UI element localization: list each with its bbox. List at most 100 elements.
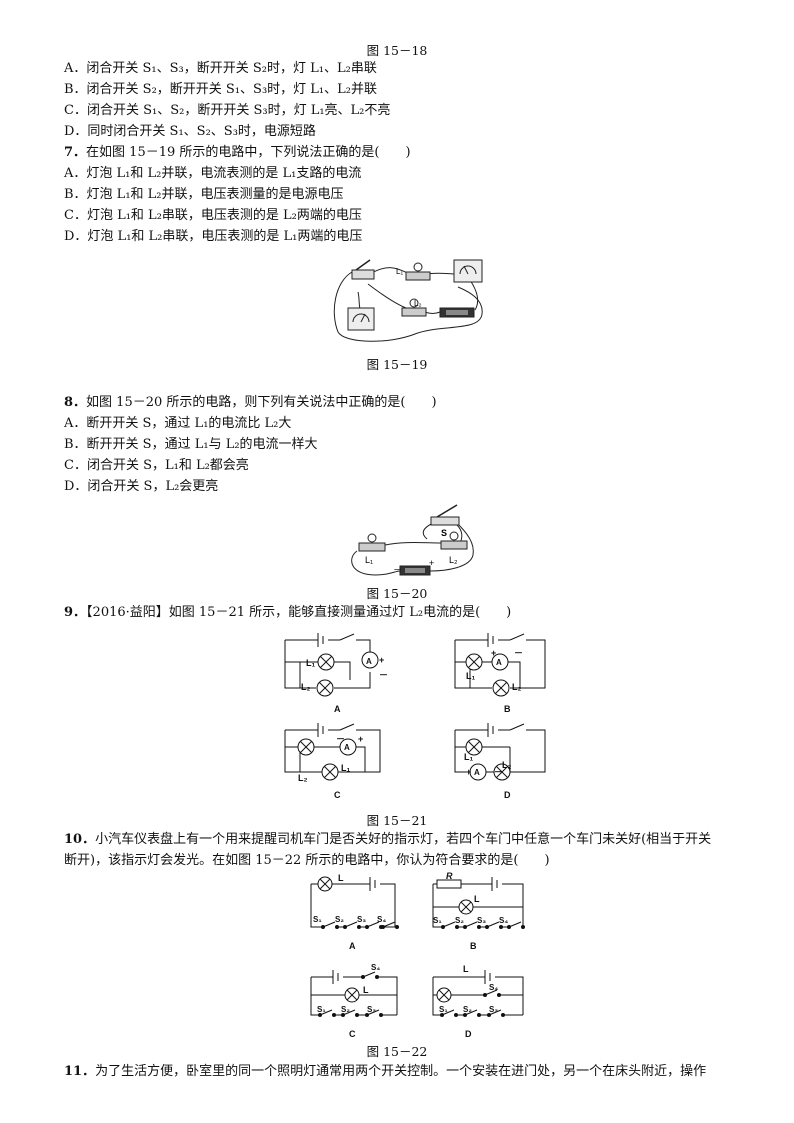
lamp-l1-icon bbox=[465, 653, 483, 671]
circuit-a bbox=[284, 633, 379, 697]
figure-caption-15-20: 图 15－20 bbox=[366, 586, 428, 601]
svg-text:S₄: S₄ bbox=[499, 916, 508, 925]
svg-text:S₄: S₄ bbox=[371, 963, 380, 972]
svg-text:L: L bbox=[363, 985, 369, 995]
circuit-d bbox=[432, 970, 524, 1017]
q9-stem: 9．【2016·益阳】如图 15－21 所示，能够直接测量通过灯 L₂电流的是(… bbox=[64, 604, 511, 622]
figure-caption-15-21: 图 15－21 bbox=[366, 813, 428, 828]
q10-stem-line1: 10．小汽车仪表盘上有一个用来提醒司机车门是否关好的指示灯，若四个车门中任意一个… bbox=[64, 831, 711, 849]
lamp-l1-icon bbox=[317, 653, 335, 671]
svg-text:S₂: S₂ bbox=[335, 915, 344, 924]
svg-text:S₄: S₄ bbox=[377, 915, 386, 924]
q7-stem-text: 在如图 15－19 所示的电路中，下列说法正确的是( ) bbox=[86, 145, 411, 160]
lamp-l2-icon bbox=[316, 679, 334, 697]
q8-number: 8． bbox=[64, 395, 87, 410]
svg-text:C: C bbox=[349, 1029, 356, 1039]
svg-text:+: + bbox=[491, 648, 496, 658]
svg-text:L₁: L₁ bbox=[464, 752, 473, 762]
figure-caption-15-22: 图 15－22 bbox=[366, 1044, 428, 1059]
svg-text:S₃: S₃ bbox=[477, 916, 486, 925]
svg-text:L₂: L₂ bbox=[512, 682, 522, 692]
svg-text:A: A bbox=[349, 941, 356, 951]
svg-text:L₂: L₂ bbox=[449, 555, 458, 565]
svg-text:L₂: L₂ bbox=[414, 299, 422, 308]
q6-option-b: B．闭合开关 S₂，断开开关 S₁、S₃时，灯 L₁、L₂并联 bbox=[64, 82, 377, 97]
q7-option-b: B．灯泡 L₁和 L₂并联，电压表测量的是电源电压 bbox=[64, 187, 344, 202]
svg-text:S₁: S₁ bbox=[433, 916, 442, 925]
q9-number: 9． bbox=[64, 605, 87, 620]
q10-number: 10． bbox=[64, 832, 96, 847]
q7-number: 7． bbox=[64, 145, 87, 160]
svg-text:L₁: L₁ bbox=[466, 671, 475, 681]
svg-text:+: + bbox=[466, 767, 471, 777]
svg-text:S₃: S₃ bbox=[357, 915, 366, 924]
circuit-c bbox=[310, 970, 398, 1017]
svg-text:－: － bbox=[494, 767, 503, 777]
svg-text:A: A bbox=[334, 704, 341, 714]
svg-text:L: L bbox=[463, 964, 469, 974]
svg-text:L₂: L₂ bbox=[298, 773, 308, 783]
svg-text:C: C bbox=[334, 790, 341, 800]
q7-option-d: D．灯泡 L₁和 L₂串联，电压表测的是 L₁两端的电压 bbox=[64, 229, 363, 244]
figure-15-20-circuit: S L₁ L₂ － + bbox=[351, 504, 474, 576]
lamp-l1-icon: L₁ bbox=[358, 533, 386, 565]
voltmeter-icon bbox=[453, 259, 483, 283]
figure-15-22-circuits: L S₁ S₂ S₃ S₄ A R L S₁ S₂ S₃ S₄ B S₄ L S… bbox=[310, 872, 525, 1039]
circuit-a bbox=[310, 876, 399, 929]
q8-option-a: A．断开开关 S，通过 L₁的电流比 L₂大 bbox=[64, 416, 292, 431]
circuit-b bbox=[432, 877, 525, 929]
svg-text:－: － bbox=[336, 734, 345, 744]
lamp-l2-icon bbox=[492, 679, 510, 697]
q10-stem-line2: 断开)，该指示灯会发光。在如图 15－22 所示的电路中，你认为符合要求的是( … bbox=[64, 853, 550, 868]
svg-text:－: － bbox=[393, 565, 402, 575]
svg-text:S₁: S₁ bbox=[313, 915, 322, 924]
circuit-d bbox=[454, 723, 546, 781]
svg-text:B: B bbox=[504, 704, 511, 714]
svg-text:S₃: S₃ bbox=[489, 1005, 498, 1014]
q6-option-d: D．同时闭合开关 S₁、S₂、S₃时，电源短路 bbox=[64, 124, 316, 139]
lamp-l2-icon: L₂ bbox=[440, 531, 468, 565]
svg-text:L₂: L₂ bbox=[502, 760, 512, 770]
battery-icon: － + bbox=[393, 558, 434, 576]
q10-stem-text: 小汽车仪表盘上有一个用来提醒司机车门是否关好的指示灯，若四个车门中任意一个车门未… bbox=[95, 832, 712, 847]
figure-caption-15-18: 图 15－18 bbox=[366, 43, 428, 58]
svg-text:S₂: S₂ bbox=[341, 1005, 350, 1014]
ammeter-icon bbox=[347, 307, 375, 331]
svg-text:D: D bbox=[504, 790, 511, 800]
q11-number: 11． bbox=[64, 1064, 96, 1079]
svg-text:+: + bbox=[358, 734, 363, 744]
svg-text:B: B bbox=[470, 941, 477, 951]
svg-text:S₁: S₁ bbox=[317, 1005, 326, 1014]
svg-text:A: A bbox=[474, 768, 480, 777]
svg-text:S₄: S₄ bbox=[489, 983, 498, 992]
svg-text:S₃: S₃ bbox=[367, 1005, 376, 1014]
svg-text:－: － bbox=[379, 670, 388, 680]
svg-text:A: A bbox=[366, 657, 372, 666]
q7-option-c: C．灯泡 L₁和 L₂串联，电压表测的是 L₂两端的电压 bbox=[64, 208, 362, 223]
q6-option-c: C．闭合开关 S₁、S₂，断开开关 S₃时，灯 L₁亮、L₂不亮 bbox=[64, 103, 391, 118]
svg-text:S₂: S₂ bbox=[455, 916, 464, 925]
q6-option-a: A．闭合开关 S₁、S₃，断开开关 S₂时，灯 L₁、L₂串联 bbox=[64, 61, 377, 76]
svg-text:L: L bbox=[338, 873, 344, 883]
circuit-b bbox=[454, 633, 546, 697]
svg-text:+: + bbox=[379, 655, 384, 665]
q7-stem: 7．在如图 15－19 所示的电路中，下列说法正确的是( ) bbox=[64, 144, 411, 162]
svg-text:A: A bbox=[496, 658, 502, 667]
q11-stem-text: 为了生活方便，卧室里的同一个照明灯通常用两个开关控制。一个安装在进门处，另一个在… bbox=[95, 1064, 707, 1079]
lamp-l1-icon bbox=[321, 763, 339, 781]
circuit-c bbox=[284, 723, 381, 781]
figure-caption-15-19: 图 15－19 bbox=[366, 357, 428, 372]
battery-icon bbox=[439, 307, 475, 318]
q9-stem-text: 【2016·益阳】如图 15－21 所示，能够直接测量通过灯 L₂电流的是( ) bbox=[86, 605, 512, 620]
svg-text:L₁: L₁ bbox=[396, 267, 403, 276]
svg-text:L₂: L₂ bbox=[301, 682, 311, 692]
switch-icon bbox=[351, 259, 375, 280]
figure-15-21-circuits: + － A L₁ L₂ A + － A L₁ L₂ B － + A L₂ L₁ … bbox=[284, 633, 546, 800]
svg-text:A: A bbox=[344, 743, 350, 752]
q7-option-a: A．灯泡 L₁和 L₂并联，电流表测的是 L₁支路的电流 bbox=[64, 166, 362, 181]
svg-text:D: D bbox=[465, 1029, 472, 1039]
q8-stem-text: 如图 15－20 所示的电路，则下列有关说法中正确的是( ) bbox=[86, 395, 437, 410]
svg-text:S₂: S₂ bbox=[463, 1005, 472, 1014]
switch-s-icon: S bbox=[430, 504, 460, 538]
lamp-l2-icon bbox=[297, 738, 315, 756]
